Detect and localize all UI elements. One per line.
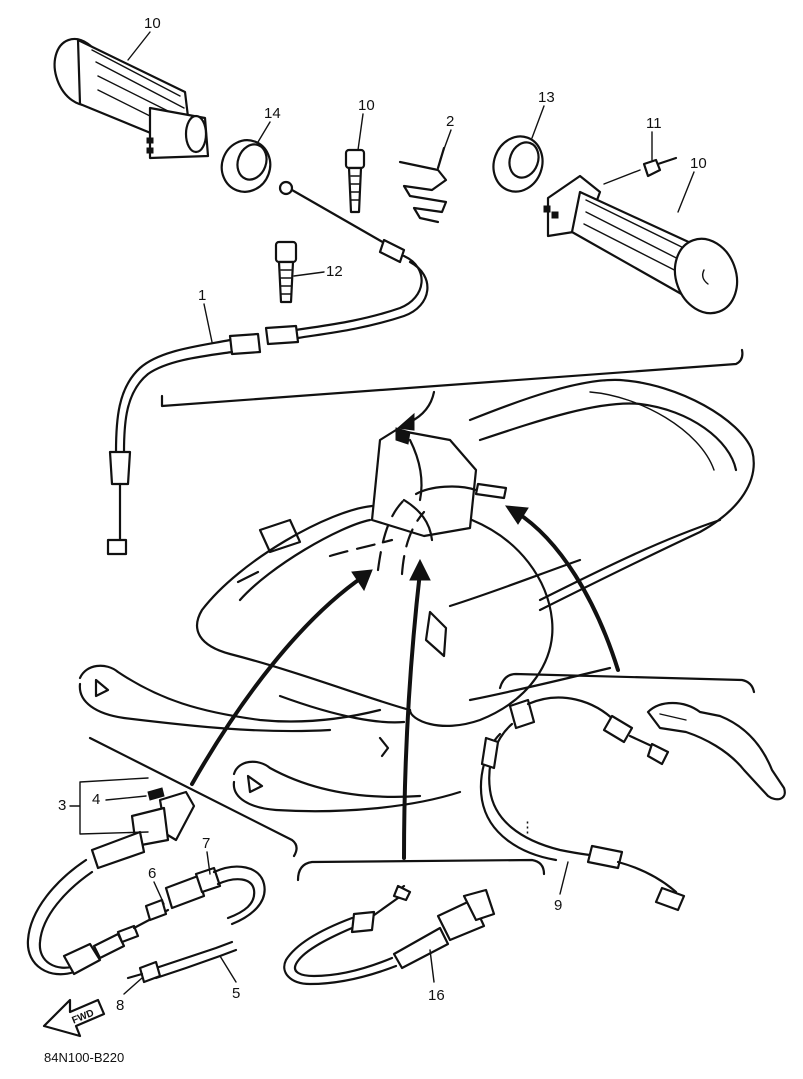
grip-right	[543, 174, 739, 315]
cable-tie-13	[274, 240, 298, 304]
cable-tie-11	[344, 148, 366, 214]
callout-12: 11	[646, 115, 662, 132]
arrow-left	[190, 574, 366, 786]
fwd-arrow: FWD	[42, 998, 106, 1038]
grip-left	[53, 37, 210, 160]
group-bracket-left	[88, 736, 298, 858]
callout-16: 16	[428, 987, 445, 1004]
svg-text:⋮: ⋮	[520, 819, 535, 836]
throttle-cable-1	[106, 180, 429, 556]
brake-cable-9: ⋮	[479, 696, 686, 912]
callout-7: 7	[202, 835, 210, 852]
callout-5: 5	[232, 985, 240, 1002]
callout-6: 6	[148, 865, 156, 882]
collar-14	[492, 135, 544, 193]
screw-12	[642, 156, 678, 178]
arrow-right	[514, 510, 620, 672]
callout-15: 14	[264, 105, 281, 122]
group-bracket-center	[296, 858, 546, 882]
callout-8: 8	[116, 997, 124, 1014]
callout-11: 10	[358, 97, 375, 114]
brake-lever	[646, 701, 786, 801]
callout-1: 1	[198, 287, 206, 304]
group-bracket-top	[160, 348, 744, 408]
callout-2: 2	[446, 113, 454, 130]
choke-cable-assembly	[26, 858, 266, 984]
arrow-center	[402, 570, 422, 860]
clip-2	[398, 146, 448, 224]
callout-14: 13	[538, 89, 555, 106]
collar-15	[220, 139, 272, 193]
callout-10-left: 10	[144, 15, 161, 32]
callout-13: 12	[326, 263, 343, 280]
callout-9: 9	[554, 897, 562, 914]
callout-4: 4	[92, 791, 100, 808]
snowmobile	[78, 378, 755, 813]
diagram-code: 84N100-B220	[44, 1050, 124, 1065]
callout-10-right: 10	[690, 155, 707, 172]
throttle-housing-3	[90, 787, 196, 870]
group-bracket-right	[498, 672, 756, 694]
callouts: 10 14 10 2 13 11 10 12 1 3 4 7 6 8 5 16	[58, 15, 707, 1014]
callout-3: 3	[58, 797, 66, 814]
choke-cable-16	[283, 884, 496, 986]
